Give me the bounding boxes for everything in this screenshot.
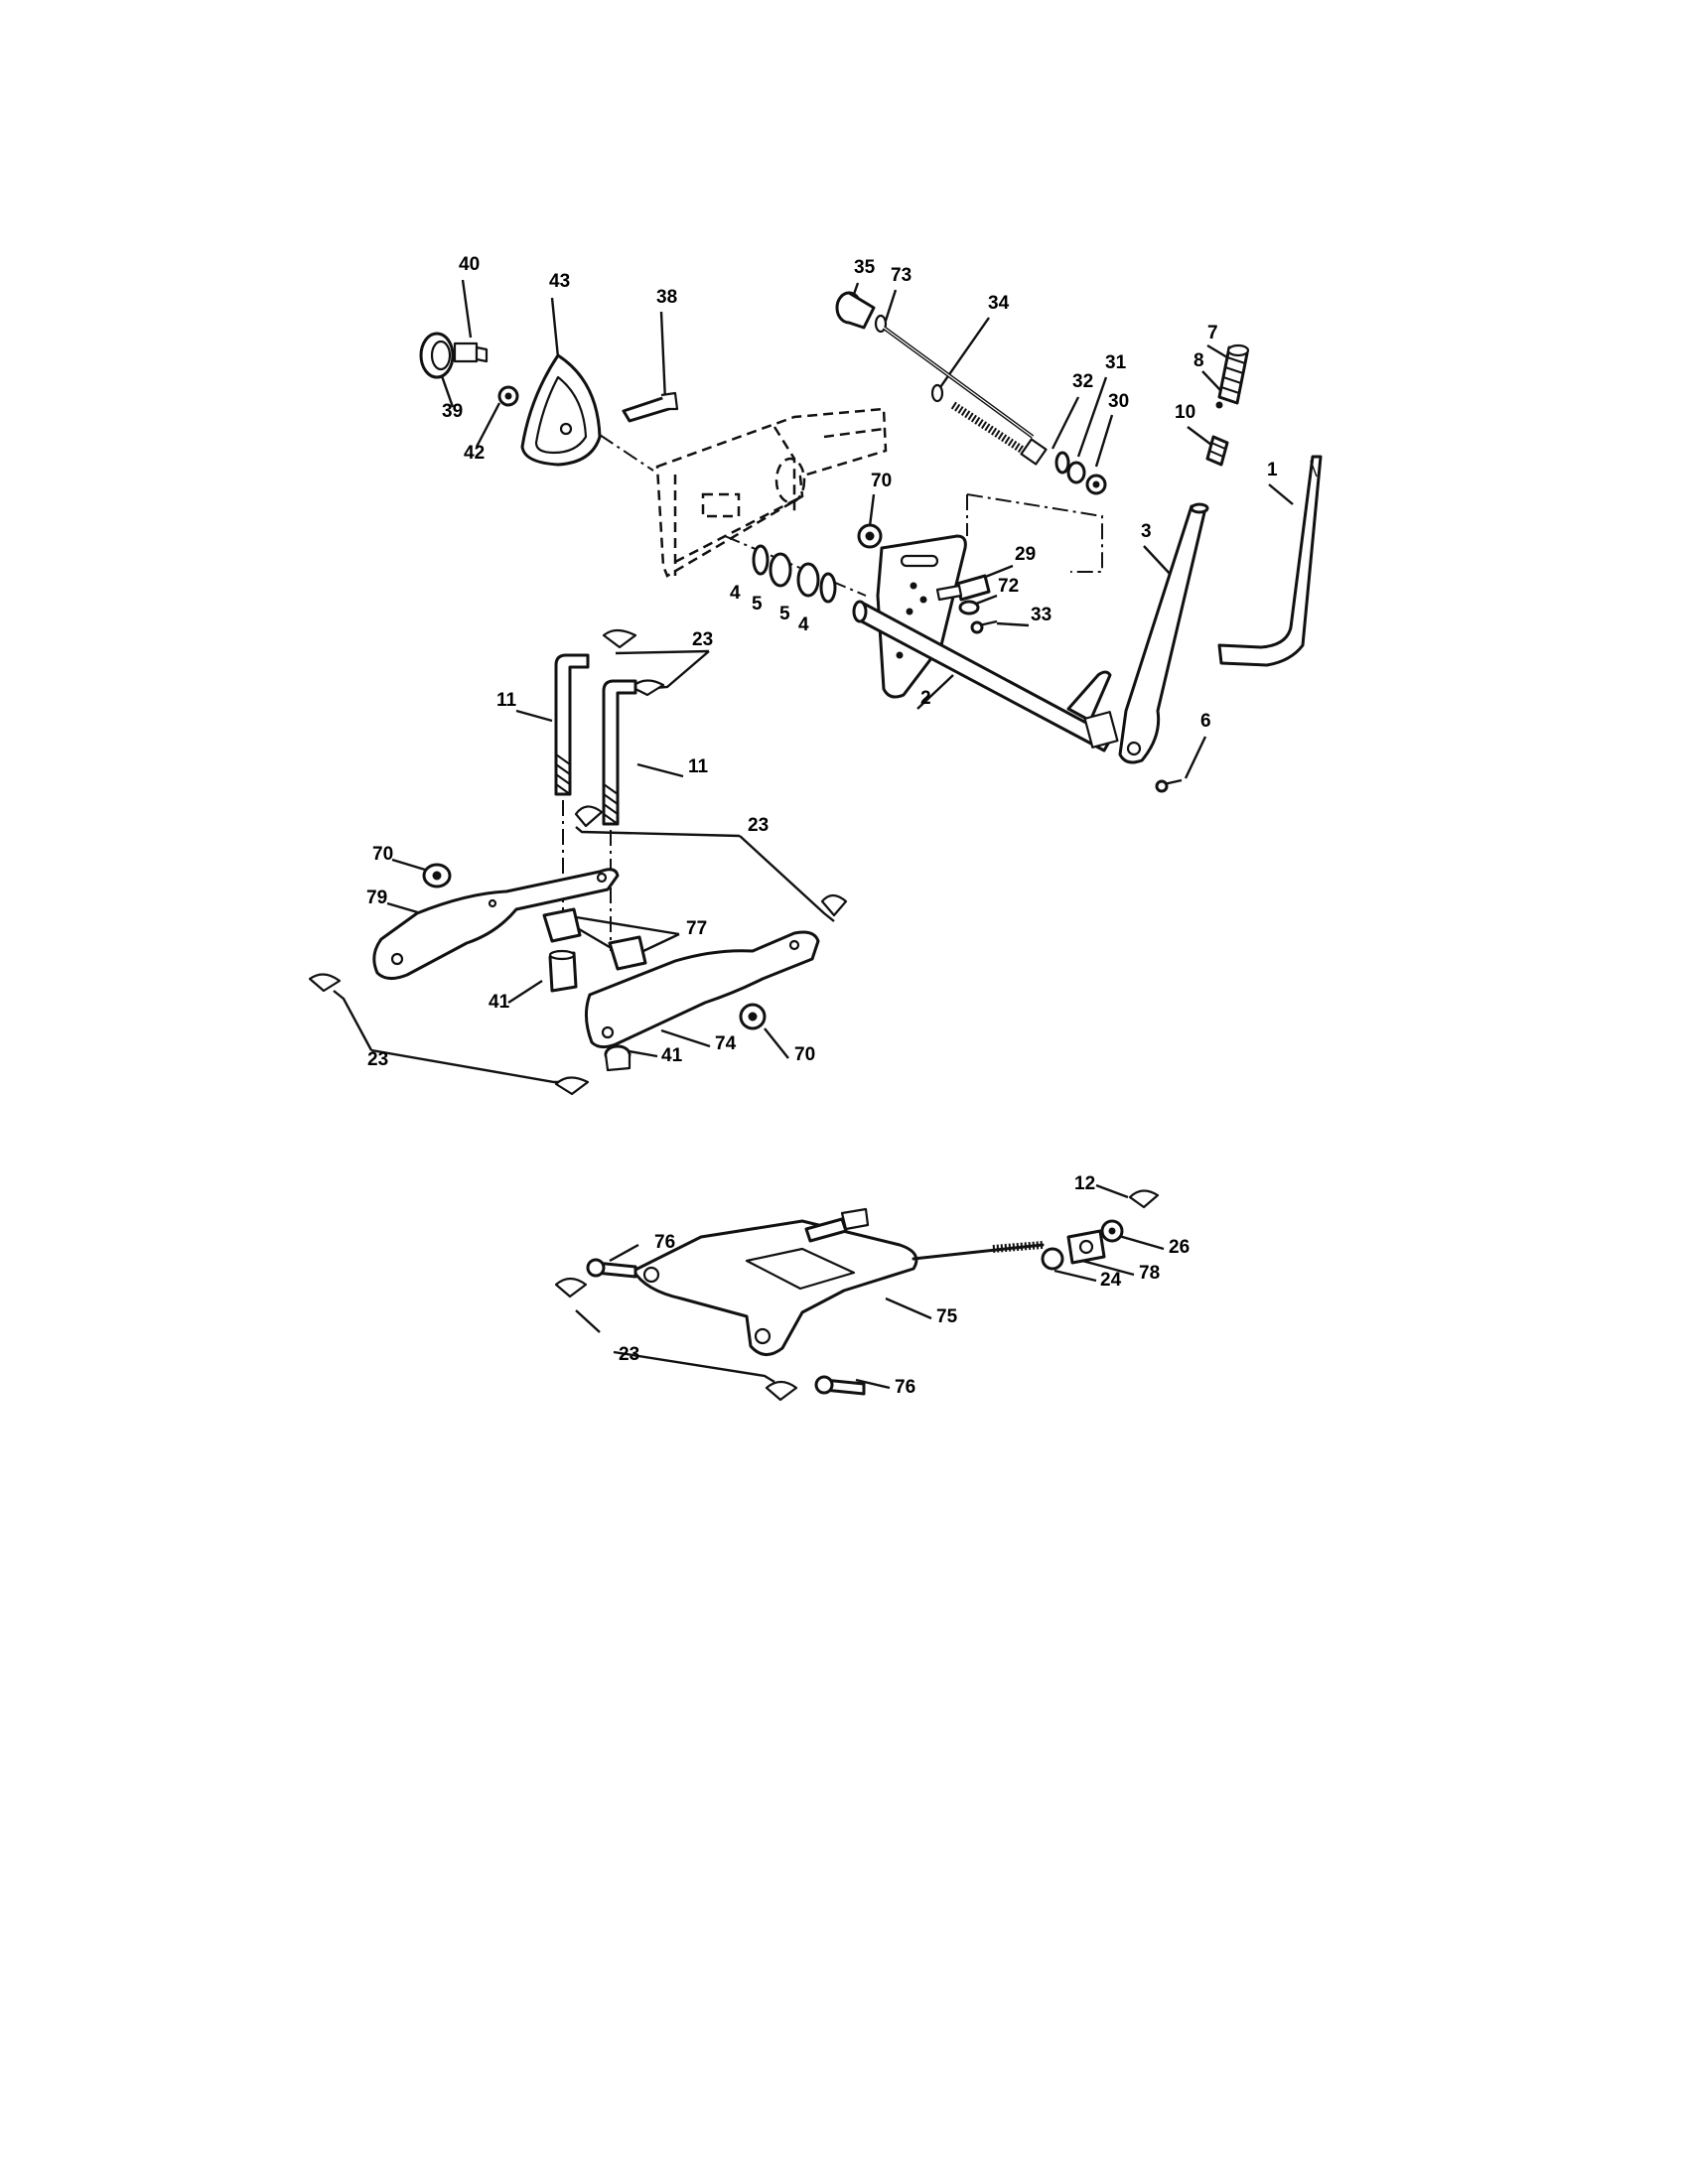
lever-3 xyxy=(1118,504,1207,764)
callout-77a: 77 xyxy=(686,918,707,939)
callout-31a: 31 xyxy=(1105,352,1127,373)
rod-1 xyxy=(1217,455,1323,667)
callout-42a: 42 xyxy=(464,443,485,464)
screw-40 xyxy=(453,341,479,363)
bolt-11-left xyxy=(554,653,590,796)
callout-32a: 32 xyxy=(1072,371,1093,392)
callout-70c: 70 xyxy=(794,1044,815,1065)
arm-74 xyxy=(585,930,820,1049)
adjust-rod-assembly xyxy=(835,291,1107,573)
callout-74a: 74 xyxy=(715,1033,737,1054)
callout-75a: 75 xyxy=(936,1306,958,1327)
callout-6a: 6 xyxy=(1200,711,1211,732)
callout-26a: 26 xyxy=(1169,1237,1190,1258)
callout-12a: 12 xyxy=(1074,1173,1095,1194)
handle-assembly xyxy=(419,332,679,467)
callout-5b: 5 xyxy=(779,604,790,624)
callout-79a: 79 xyxy=(366,887,387,908)
callout-41b: 41 xyxy=(661,1045,683,1066)
callout-4a: 4 xyxy=(730,583,741,604)
bushings xyxy=(752,544,837,604)
callout-11a: 11 xyxy=(496,690,517,711)
callout-43a: 43 xyxy=(549,271,570,292)
callout-4b: 4 xyxy=(798,614,809,635)
deck-link-assembly xyxy=(554,1189,1160,1402)
callout-76b: 76 xyxy=(895,1377,915,1398)
callout-78a: 78 xyxy=(1139,1263,1160,1284)
callout-41a: 41 xyxy=(489,992,510,1013)
callout-2a: 2 xyxy=(920,688,931,709)
link-75 xyxy=(632,1219,918,1356)
callout-76a: 76 xyxy=(654,1232,675,1253)
callout-3a: 3 xyxy=(1141,521,1152,542)
callout-24a: 24 xyxy=(1100,1270,1122,1291)
frame-dashed xyxy=(599,407,888,597)
callout-70b: 70 xyxy=(372,844,393,865)
callout-23c: 23 xyxy=(367,1049,388,1070)
callout-38a: 38 xyxy=(656,287,677,308)
callout-23b: 23 xyxy=(748,815,769,836)
callout-35a: 35 xyxy=(854,257,876,278)
callout-30a: 30 xyxy=(1108,391,1129,412)
callout-1a: 1 xyxy=(1267,460,1278,480)
arm-79 xyxy=(372,868,620,980)
callout-7a: 7 xyxy=(1207,323,1218,343)
callout-39a: 39 xyxy=(442,401,463,422)
callout-73a: 73 xyxy=(891,265,912,286)
pivot-shaft xyxy=(852,534,1119,752)
hanger-assembly xyxy=(308,628,848,1096)
callout-23a: 23 xyxy=(692,629,713,650)
callout-33a: 33 xyxy=(1031,605,1052,625)
callout-29a: 29 xyxy=(1015,544,1036,565)
callout-70a: 70 xyxy=(871,471,892,491)
callout-5a: 5 xyxy=(752,594,763,614)
bolt-11-right xyxy=(602,679,637,826)
callout-72a: 72 xyxy=(998,576,1019,597)
callout-40a: 40 xyxy=(459,254,480,275)
callout-23d: 23 xyxy=(619,1344,639,1365)
block-77-left xyxy=(542,907,582,943)
callout-34a: 34 xyxy=(988,293,1010,314)
callout-10a: 10 xyxy=(1175,402,1195,423)
callout-8a: 8 xyxy=(1193,350,1204,371)
block-77-right xyxy=(608,935,647,971)
lift-lever xyxy=(1118,343,1323,793)
callout-11b: 11 xyxy=(688,756,709,777)
